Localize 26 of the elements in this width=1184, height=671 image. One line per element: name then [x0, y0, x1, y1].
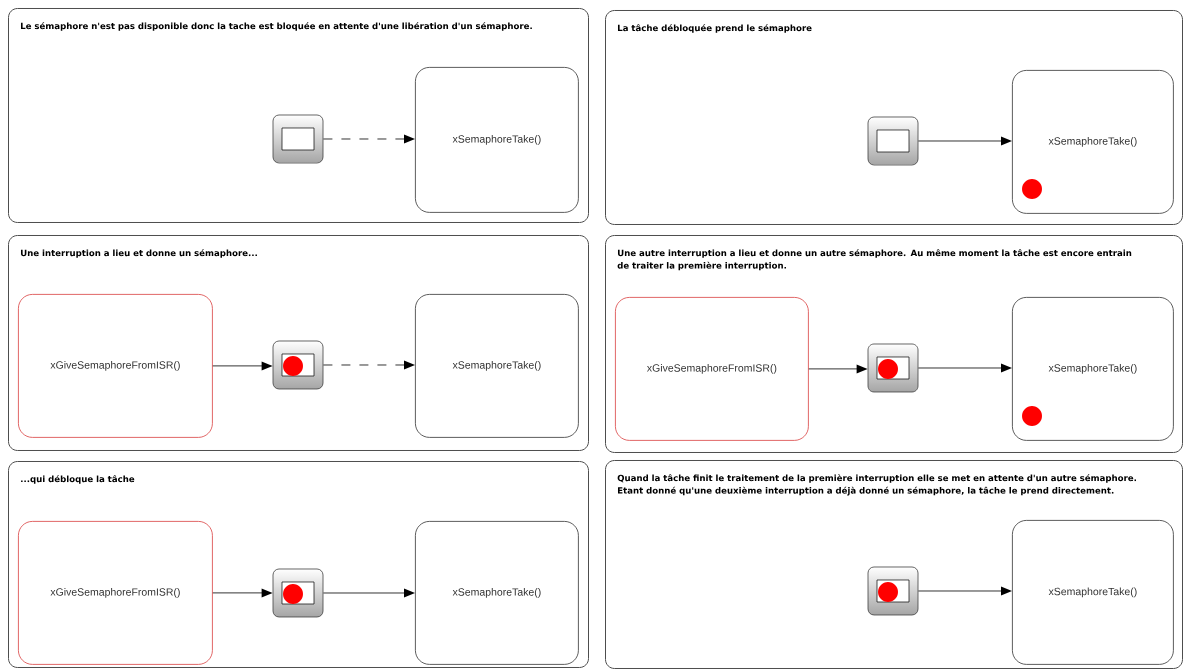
- arrow: [918, 586, 1012, 596]
- task-box: xSemaphoreTake(): [415, 294, 579, 438]
- token-dot: [283, 584, 303, 604]
- task-box: xSemaphoreTake(): [1012, 297, 1174, 441]
- semaphore-icon: [867, 116, 919, 166]
- arrow: [212, 588, 273, 598]
- token-dot: [1022, 406, 1042, 426]
- token-dot: [878, 582, 898, 602]
- task-box: xSemaphoreTake(): [415, 521, 579, 665]
- interrupt-box: xGiveSemaphoreFromISR(): [18, 294, 213, 438]
- interrupt-box: xGiveSemaphoreFromISR(): [18, 521, 213, 665]
- token-dot: [1022, 179, 1042, 199]
- arrow: [323, 360, 415, 370]
- semaphore-icon: [272, 114, 324, 164]
- interrupt-box: xGiveSemaphoreFromISR(): [615, 297, 809, 441]
- arrow: [212, 361, 273, 371]
- arrow: [918, 363, 1012, 373]
- token-dot: [283, 356, 303, 376]
- arrow: [323, 134, 415, 144]
- arrow: [808, 364, 868, 374]
- token-dot: [878, 359, 898, 379]
- task-box: xSemaphoreTake(): [1012, 70, 1174, 214]
- arrow: [323, 588, 415, 598]
- task-box: xSemaphoreTake(): [415, 67, 579, 213]
- task-box: xSemaphoreTake(): [1012, 520, 1174, 665]
- arrow: [918, 136, 1012, 146]
